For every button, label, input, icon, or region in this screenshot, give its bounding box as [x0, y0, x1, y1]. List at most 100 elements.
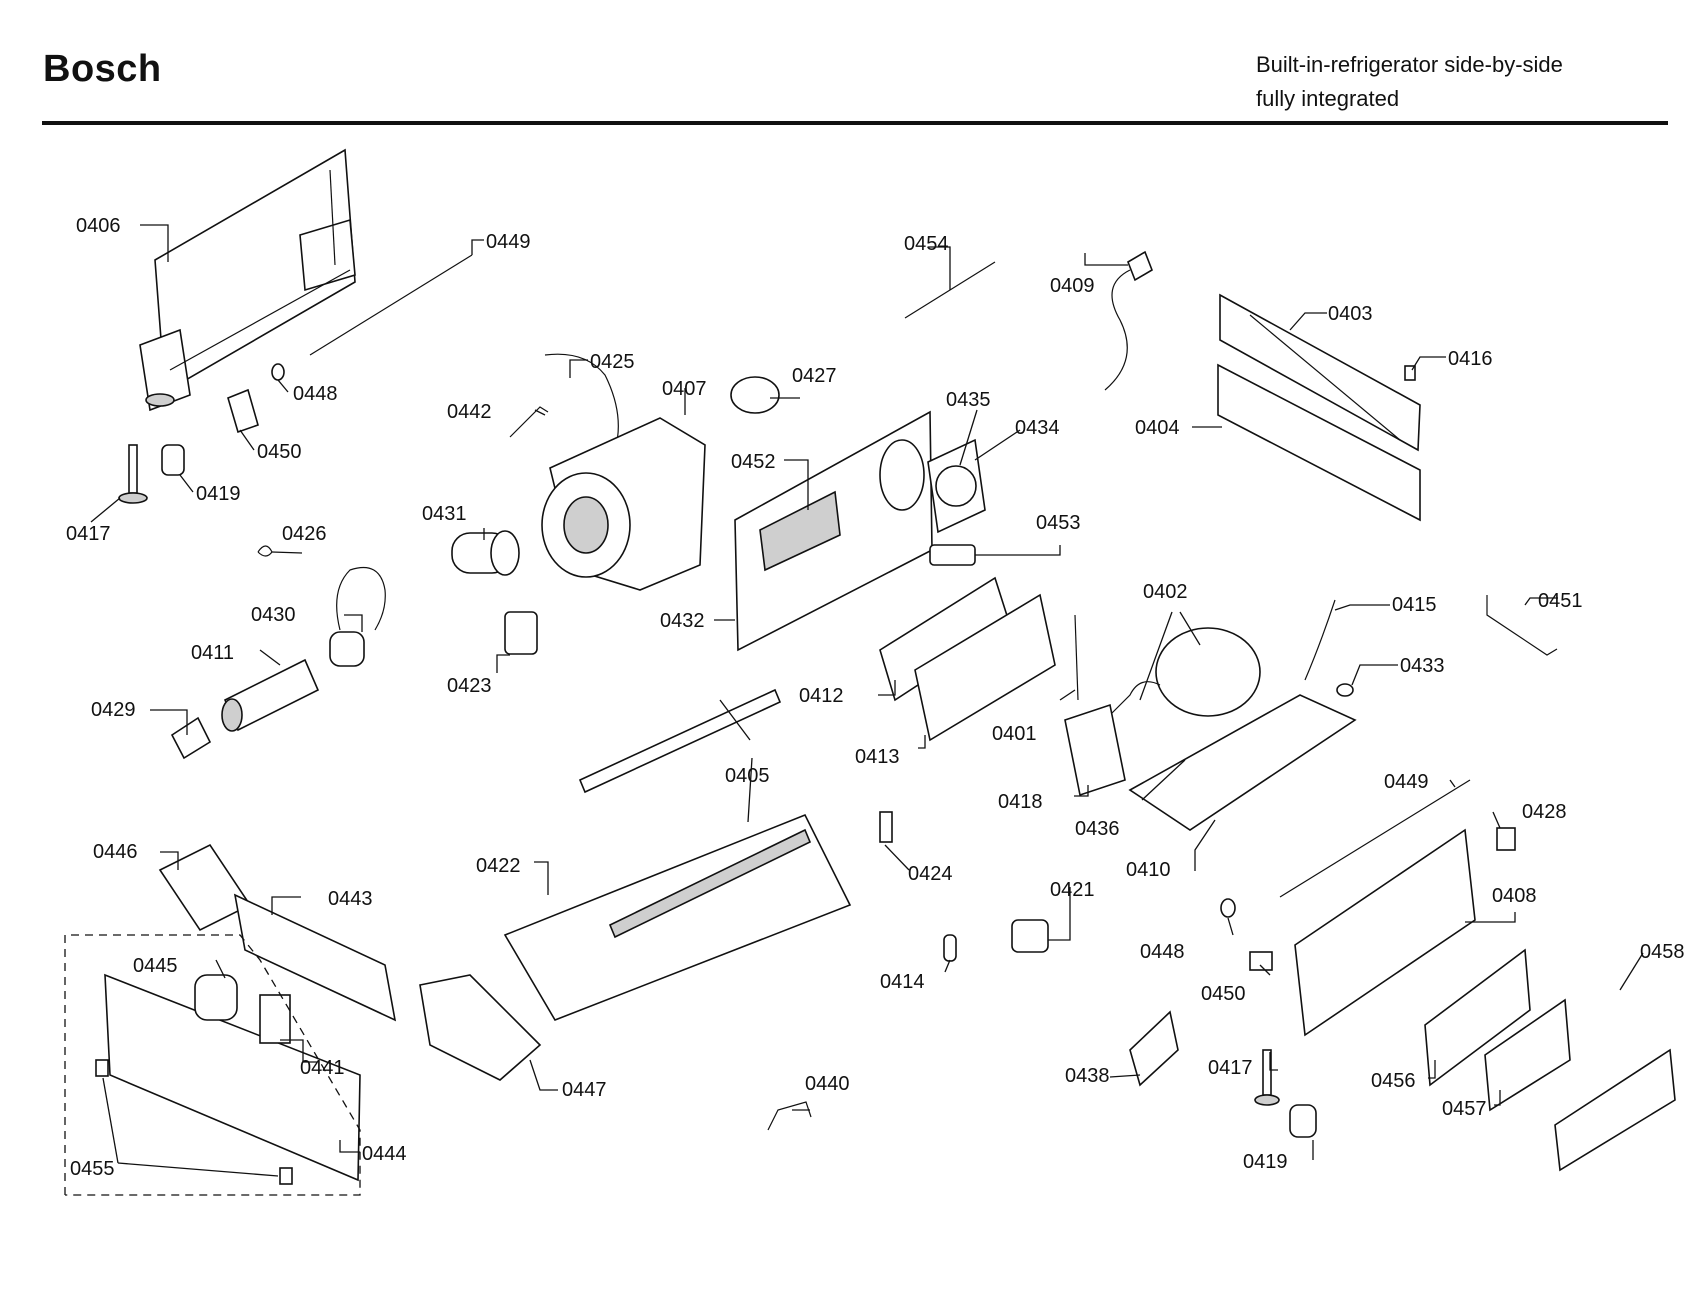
part-label-0427: 0427: [792, 365, 837, 387]
part-label-0401: 0401: [992, 723, 1037, 745]
rear-panel-drawing: [734, 410, 933, 652]
part-label-0443: 0443: [328, 888, 373, 910]
clip-drawing: [271, 363, 285, 381]
cylinder-drawing: [221, 658, 320, 732]
part-label-0453: 0453: [1036, 512, 1081, 534]
tray-drawing: [503, 688, 852, 1021]
arc-bracket-drawing: [544, 353, 619, 451]
small-switch-drawing: [1496, 827, 1516, 851]
part-label-0424: 0424: [908, 863, 953, 885]
part-label-0403: 0403: [1328, 303, 1373, 325]
board-cover-drawing: [1554, 1048, 1676, 1172]
part-label-0405: 0405: [725, 765, 770, 787]
fan-housing-drawing: [541, 417, 706, 591]
part-label-0402: 0402: [1143, 581, 1188, 603]
part-label-0451: 0451: [1538, 590, 1583, 612]
part-label-0431: 0431: [422, 503, 467, 525]
part-label-0413: 0413: [855, 746, 900, 768]
capacitor-drawing: [451, 530, 520, 576]
grill-assembly-drawing: [64, 843, 397, 1196]
model-description: Built-in-refrigerator side-by-side fully…: [1256, 48, 1563, 116]
part-drawings: [64, 148, 1676, 1196]
roller-drawing-2: [1289, 1104, 1317, 1138]
part-label-0438: 0438: [1065, 1065, 1110, 1087]
roller-drawing: [161, 444, 185, 476]
part-label-0415: 0415: [1392, 594, 1437, 616]
sensor-drawing: [509, 406, 549, 438]
part-label-0412: 0412: [799, 685, 844, 707]
rod-drawing-2: [1279, 779, 1471, 898]
part-label-0434: 0434: [1015, 417, 1060, 439]
drum-drawing: [730, 376, 780, 414]
bracket-drawing-2: [1249, 951, 1273, 971]
part-label-0419-right: 0419: [1243, 1151, 1288, 1173]
part-label-0409: 0409: [1050, 275, 1095, 297]
foot-drawing-2: [1254, 1049, 1280, 1106]
part-label-0417-left: 0417: [66, 523, 111, 545]
valve-drawing: [504, 611, 538, 655]
part-label-0418: 0418: [998, 791, 1043, 813]
part-label-0445: 0445: [133, 955, 178, 977]
part-label-0421: 0421: [1050, 879, 1095, 901]
angle-bracket-drawing: [1486, 595, 1558, 656]
header-divider: [42, 121, 1668, 125]
rod-drawing: [309, 254, 473, 356]
connector-drawing: [879, 811, 893, 843]
part-label-0407: 0407: [662, 378, 707, 400]
foot-drawing: [118, 444, 148, 504]
cap-drawing: [170, 716, 212, 760]
part-label-0417-right: 0417: [1208, 1057, 1253, 1079]
part-label-0419-left: 0419: [196, 483, 241, 505]
part-label-0436: 0436: [1075, 818, 1120, 840]
part-label-0416: 0416: [1448, 348, 1493, 370]
part-label-0411: 0411: [191, 642, 234, 664]
part-label-0452: 0452: [731, 451, 776, 473]
part-label-0450-left: 0450: [257, 441, 302, 463]
bracket-drawing: [227, 388, 259, 434]
compressor-drawing: [1109, 627, 1261, 717]
part-label-0423: 0423: [447, 675, 492, 697]
condenser-frame-drawing: [879, 576, 1056, 742]
power-cord-drawing: [1104, 269, 1131, 391]
cover-plate-drawing: [1129, 1010, 1179, 1087]
brand-title: Bosch: [43, 48, 162, 90]
part-label-0444: 0444: [362, 1143, 407, 1165]
back-panel-drawing: [1217, 293, 1421, 522]
part-label-0458: 0458: [1640, 941, 1685, 963]
part-label-0408: 0408: [1492, 885, 1537, 907]
part-label-0435: 0435: [946, 389, 991, 411]
part-label-0432: 0432: [660, 610, 705, 632]
fan-motor-drawing: [329, 566, 386, 667]
part-label-0450-right: 0450: [1201, 983, 1246, 1005]
model-description-line-1: Built-in-refrigerator side-by-side: [1256, 52, 1563, 77]
part-label-0448-right: 0448: [1140, 941, 1185, 963]
part-label-0442: 0442: [447, 401, 492, 423]
part-label-0404: 0404: [1135, 417, 1180, 439]
part-label-0446: 0446: [93, 841, 138, 863]
model-description-line-2: fully integrated: [1256, 86, 1400, 111]
electronics-box-drawing: [1294, 828, 1476, 1037]
solenoid-drawing: [1011, 919, 1049, 953]
part-label-0422: 0422: [476, 855, 521, 877]
part-label-0457: 0457: [1442, 1098, 1487, 1120]
part-label-0449-right: 0449: [1384, 771, 1429, 793]
part-label-0441: 0441: [300, 1057, 345, 1079]
switch-drawing: [929, 544, 976, 566]
relay-box-drawing: [1064, 703, 1126, 797]
part-label-0429: 0429: [91, 699, 136, 721]
part-label-0406: 0406: [76, 215, 121, 237]
leader-lines: [90, 224, 1644, 1177]
part-label-0428: 0428: [1522, 801, 1567, 823]
spacer-drawing: [943, 934, 957, 962]
base-plate-drawing: [1128, 694, 1357, 831]
hose-drawing: [1304, 599, 1336, 681]
part-label-0440: 0440: [805, 1073, 850, 1095]
duct-drawing: [419, 974, 542, 1081]
part-label-0410: 0410: [1126, 859, 1171, 881]
part-label-0454: 0454: [904, 233, 949, 255]
part-number-labels: 0401 0402 0403 0404 0405 0406 0407 0408 …: [66, 215, 1685, 1180]
control-housing-drawing: [139, 148, 356, 412]
part-label-0449-top: 0449: [486, 231, 531, 253]
small-plug-drawing: [1404, 365, 1416, 381]
